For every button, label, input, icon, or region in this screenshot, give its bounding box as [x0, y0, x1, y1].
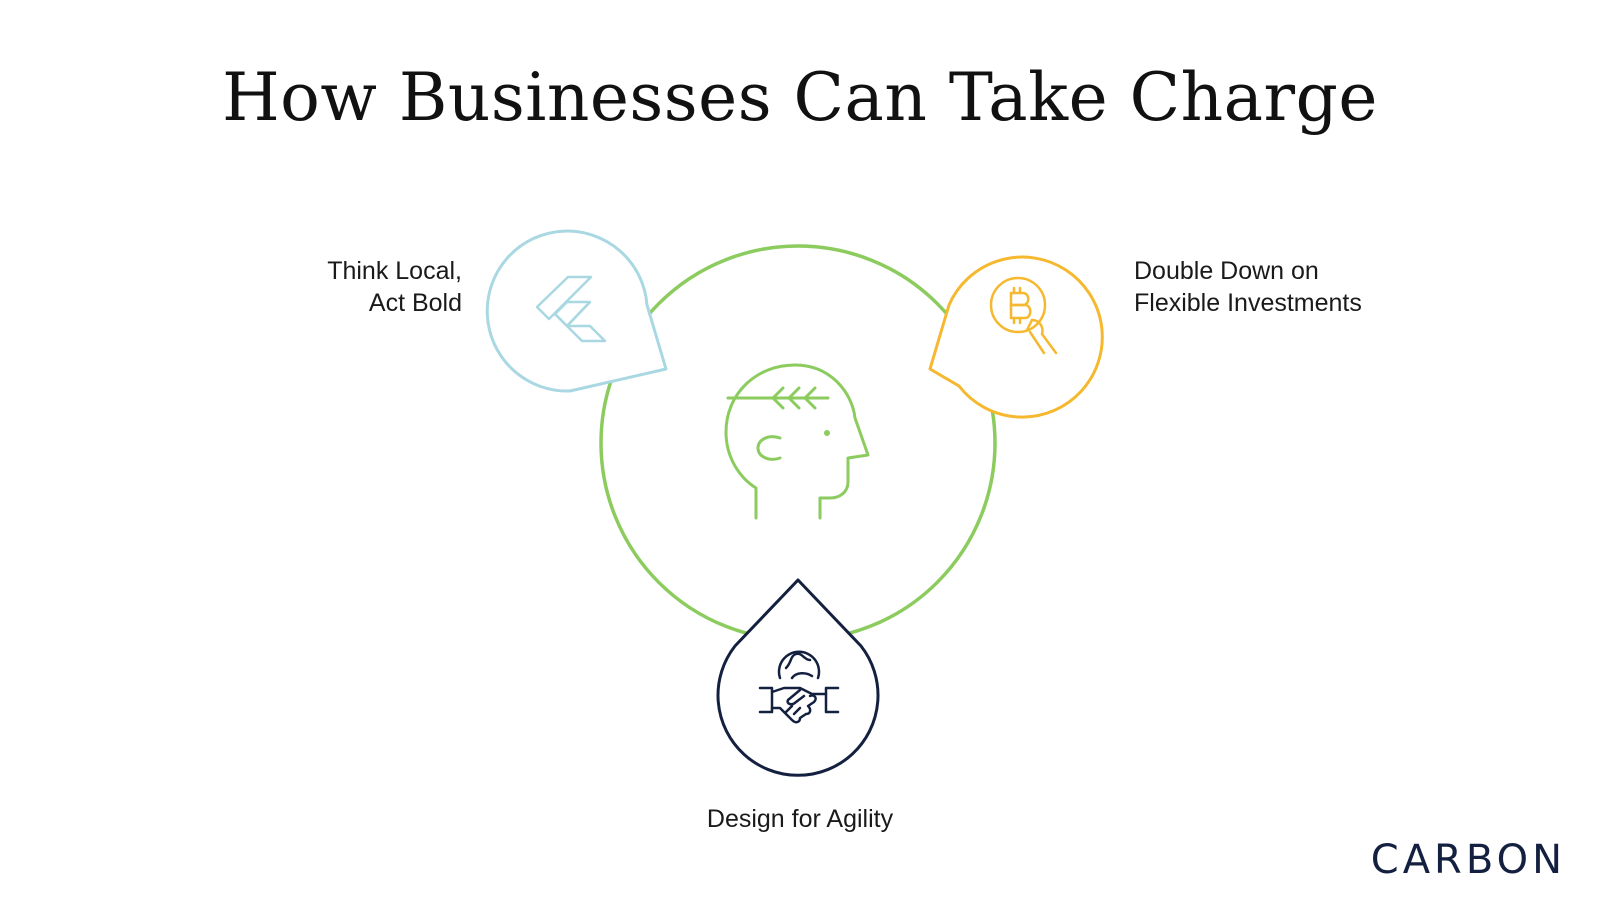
pin-think-local	[485, 229, 668, 393]
label-think-local: Think Local, Act Bold	[202, 255, 462, 319]
label-double-down: Double Down on Flexible Investments	[1134, 255, 1454, 319]
bitcoin-coin-hand-icon	[989, 276, 1058, 355]
label-think-local-line-1: Think Local,	[327, 257, 462, 285]
globe-handshake-icon	[758, 650, 840, 724]
label-double-down-line-2: Flexible Investments	[1134, 289, 1362, 317]
carbon-logo: CARBON	[1370, 837, 1566, 883]
pin-design-agility	[716, 578, 880, 777]
flutter-logo-icon	[535, 275, 607, 343]
label-double-down-line-1: Double Down on	[1134, 257, 1319, 285]
pin-double-down	[928, 255, 1104, 419]
label-design-agility-line-1: Design for Agility	[706, 805, 894, 833]
head-growth-icon	[724, 363, 870, 520]
label-design-agility: Design for Agility	[640, 803, 960, 835]
label-think-local-line-2: Act Bold	[368, 289, 462, 317]
page-title: How Businesses Can Take Charge	[222, 59, 1378, 136]
